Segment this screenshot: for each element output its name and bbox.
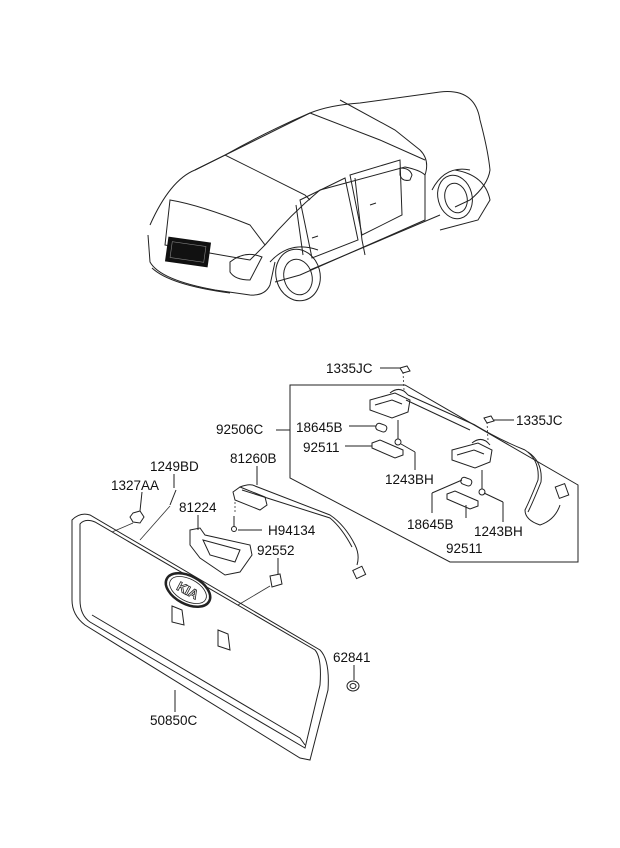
- label-50850c: 50850C: [150, 713, 198, 728]
- label-1335jc-a: 1335JC: [326, 361, 373, 376]
- nut-1327aa: [111, 510, 145, 533]
- label-18645b-b: 18645B: [407, 517, 454, 532]
- screw-1243bh-a: [394, 420, 402, 446]
- assembly-box-92506c: [276, 384, 579, 563]
- leader-lines: [139, 367, 514, 712]
- label-1335jc-b: 1335JC: [516, 413, 563, 428]
- bulb-18645b-b: [460, 476, 473, 487]
- label-92511-a: 92511: [303, 440, 340, 455]
- kia-emblem: KIA: [164, 572, 212, 608]
- clip-1335jc-a: [399, 365, 411, 374]
- car-illustration: [147, 91, 491, 302]
- label-1249bd: 1249BD: [150, 459, 199, 474]
- license-lamp-2: [451, 439, 493, 469]
- label-92506c: 92506C: [216, 422, 264, 437]
- clip-1335jc-b: [483, 415, 495, 424]
- wiring-harness-92506c: [524, 449, 561, 526]
- label-92511-b: 92511: [446, 541, 483, 556]
- lens-92511-a: [371, 439, 404, 459]
- label-92552: 92552: [257, 543, 295, 558]
- screw-1249bd: [139, 489, 177, 541]
- label-1243bh-a: 1243BH: [385, 472, 434, 487]
- license-lamp-1: [369, 389, 526, 451]
- label-h94134: H94134: [268, 523, 316, 538]
- bracket-81224: [189, 527, 253, 576]
- label-1243bh-b: 1243BH: [474, 524, 523, 539]
- label-62841: 62841: [333, 650, 371, 665]
- lamp-81260b: [232, 484, 367, 580]
- label-81224: 81224: [179, 500, 217, 515]
- bulb-18645b-a: [375, 422, 388, 433]
- lens-92511-b: [446, 490, 479, 510]
- label-18645b-a: 18645B: [296, 420, 343, 435]
- screw-h94134: [231, 516, 237, 532]
- label-81260b: 81260B: [230, 451, 277, 466]
- nut-62841: [346, 680, 360, 692]
- label-1327aa: 1327AA: [111, 478, 159, 493]
- garnish-50850c: [71, 513, 329, 761]
- screw-1243bh-b: [478, 470, 486, 496]
- clip-92552: [269, 573, 283, 588]
